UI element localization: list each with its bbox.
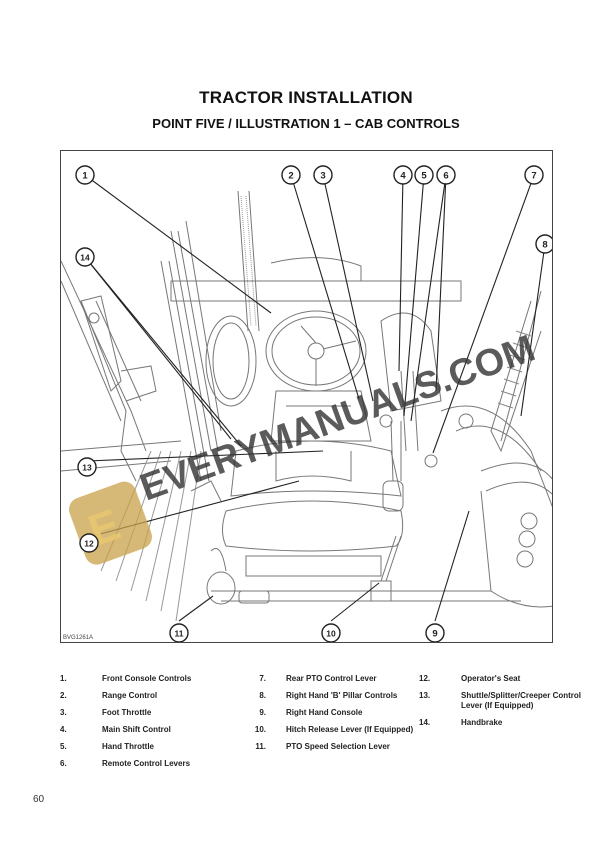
svg-text:5: 5 (421, 171, 427, 182)
legend-column-2: 7.Rear PTO Control Lever 8.Right Hand 'B… (236, 674, 416, 759)
legend-item: 11.PTO Speed Selection Lever (255, 742, 390, 751)
legend-item: 7.Rear PTO Control Lever (259, 674, 377, 683)
legend-item: 5.Hand Throttle (60, 742, 154, 751)
page-subtitle: POINT FIVE / ILLUSTRATION 1 – CAB CONTRO… (152, 116, 460, 131)
legend-item: 9.Right Hand Console (259, 708, 363, 717)
svg-text:4: 4 (400, 171, 406, 182)
callout-9: 9 (425, 623, 445, 642)
svg-text:9: 9 (432, 629, 437, 640)
legend-item: 13.Shuttle/Splitter/Creeper Control Leve… (419, 691, 582, 710)
legend-column-1: 1.Front Console Controls 2.Range Control… (60, 674, 232, 776)
svg-text:1: 1 (82, 171, 88, 182)
svg-text:3: 3 (320, 171, 325, 182)
legend-column-3: 12.Operator's Seat 13.Shuttle/Splitter/C… (419, 674, 591, 735)
legend-item: 6.Remote Control Levers (60, 759, 191, 768)
callout-1: 1 (75, 165, 95, 185)
svg-text:10: 10 (326, 629, 336, 639)
svg-text:12: 12 (84, 539, 94, 549)
svg-text:14: 14 (80, 253, 90, 263)
page-title: TRACTOR INSTALLATION (199, 88, 413, 107)
legend-item: 10.Hitch Release Lever (If Equipped) (254, 725, 414, 734)
legend-item: 3.Foot Throttle (60, 708, 152, 717)
callout-6: 6 (436, 165, 456, 185)
svg-text:13: 13 (82, 463, 92, 473)
svg-text:8: 8 (542, 240, 547, 251)
watermark-text: EVERYMANUALS.COM (135, 328, 541, 510)
svg-text:7: 7 (531, 171, 536, 182)
callout-12: 12 (79, 533, 99, 553)
callout-11: 11 (169, 623, 189, 642)
legend-item: 2.Range Control (60, 691, 158, 700)
callout-3: 3 (313, 165, 333, 185)
figure-code: BVG1261A (63, 635, 94, 641)
callout-7: 7 (524, 165, 544, 185)
svg-text:2: 2 (288, 171, 293, 182)
legend-item: 12.Operator's Seat (419, 674, 521, 683)
legend-item: 1.Front Console Controls (60, 674, 192, 683)
callout-10: 10 (321, 623, 341, 642)
callout-5: 5 (414, 165, 434, 185)
legend-item: 14.Handbrake (419, 718, 503, 727)
svg-text:11: 11 (175, 629, 184, 639)
callout-8: 8 (535, 234, 552, 254)
callout-4: 4 (393, 165, 413, 185)
callout-13: 13 (77, 457, 97, 477)
svg-text:6: 6 (443, 171, 448, 182)
page-number: 60 (33, 794, 45, 805)
callout-14: 14 (75, 247, 95, 267)
legend-item: 4.Main Shift Control (60, 725, 171, 734)
callout-2: 2 (281, 165, 301, 185)
legend-item: 8.Right Hand 'B' Pillar Controls (259, 691, 398, 700)
